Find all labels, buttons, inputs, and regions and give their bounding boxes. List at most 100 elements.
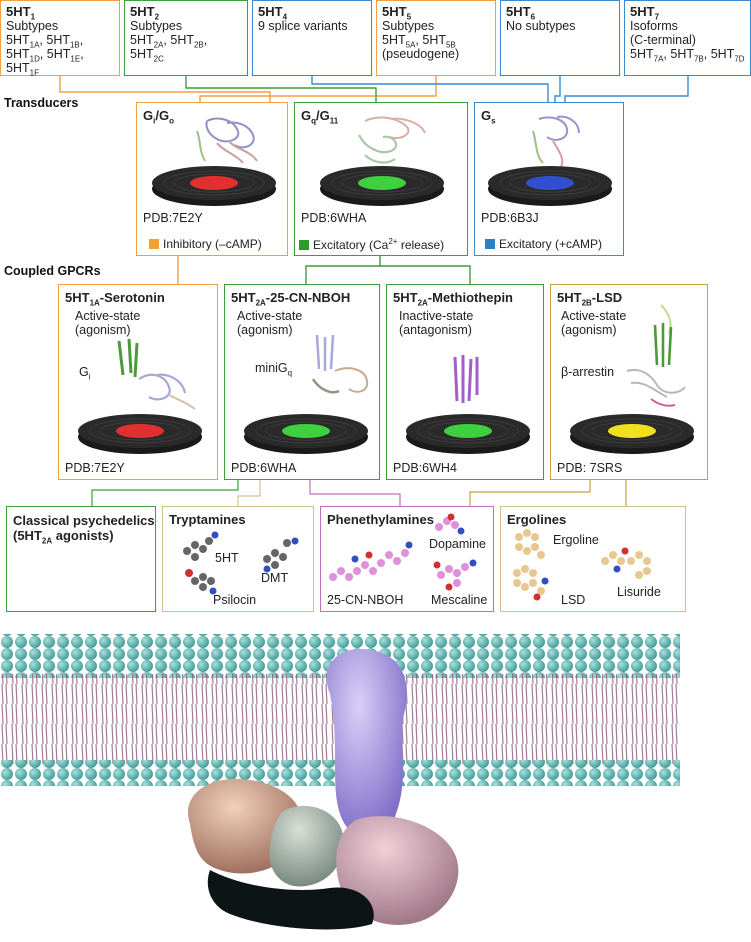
protein-structure-5ht2b — [626, 304, 686, 407]
pdb-id: PDB:6B3J — [481, 211, 539, 225]
molecule-lisuride-icon — [601, 547, 651, 579]
receptor-title: 5HT2 — [130, 4, 160, 22]
gpcr-title: 5HT1A-Serotonin — [65, 290, 165, 308]
disc-center — [190, 176, 238, 190]
gpcr-state: Active-state(agonism) — [237, 309, 303, 337]
protein-structure-5ht1a — [117, 338, 196, 410]
receptor-title: 5HT4 — [258, 4, 288, 22]
tryptamines-title: Tryptamines — [169, 512, 246, 527]
platform-disc — [570, 414, 694, 454]
legend-excitatory-camp: Excitatory (+cAMP) — [485, 237, 602, 251]
transducer-title: Gi/Go — [143, 108, 174, 126]
transducer-title: Gs — [481, 108, 496, 126]
receptor-desc: 9 splice variants — [258, 19, 348, 33]
gpcr-title: 5HT2A-Methiothepin — [393, 290, 514, 308]
platform-disc — [488, 166, 612, 206]
receptor-box-5ht6: 5HT6 No subtypes — [500, 0, 620, 76]
gpcr-5ht2a-methiothepin: 5HT2A-Methiothepin Inactive-state(antago… — [386, 284, 544, 480]
molecule-psilocin-icon — [185, 569, 217, 595]
receptor-title: 5HT6 — [506, 4, 536, 22]
protein-structure-methiothepin — [453, 355, 479, 403]
platform-disc — [152, 166, 276, 206]
connector-lines-bottom — [91, 480, 627, 506]
pdb-id: PDB:7E2Y — [65, 461, 125, 475]
molecule-label: Dopamine — [429, 537, 486, 551]
gpcr-5ht1a-serotonin: 5HT1A-Serotonin Active-state(agonism) Gi… — [58, 284, 218, 480]
connector-lines-mid — [177, 256, 471, 284]
orange-swatch-icon — [149, 239, 159, 249]
platform-disc — [406, 414, 530, 454]
molecule-label: DMT — [261, 571, 289, 585]
gpcr-state: Inactive-state(antagonism) — [399, 309, 474, 337]
protein-structure-gi — [196, 117, 258, 164]
legend-excitatory-ca: Excitatory (Ca2+ release) — [299, 237, 444, 252]
receptor-title: 5HT1 — [6, 4, 36, 22]
green-swatch-icon — [299, 240, 309, 250]
molecule-ergoline-icon — [515, 529, 545, 559]
molecule-label: 25-CN-NBOH — [327, 593, 404, 607]
molecule-label: 5HT — [215, 551, 239, 565]
molecule-label: Ergoline — [553, 533, 599, 547]
receptor-title: 5HT7 — [630, 4, 660, 22]
ligand-classical-psychedelics: Classical psychedelics(5HT2A agonists) — [6, 506, 156, 612]
transducer-title: Gq/G11 — [301, 108, 339, 126]
gpcr-title: 5HT2A-25-CN-NBOH — [231, 290, 351, 308]
molecule-25cnnboh-icon — [329, 541, 413, 581]
molecule-label: Psilocin — [213, 593, 257, 607]
gpcr-state: Active-state(agonism) — [75, 309, 141, 337]
molecule-5ht-icon — [183, 531, 219, 561]
classical-title: Classical psychedelics(5HT2A agonists) — [13, 513, 155, 546]
protein-structure-5ht2a — [311, 334, 369, 394]
molecule-label: Lisuride — [617, 585, 661, 599]
pdb-id: PDB: 7SRS — [557, 461, 623, 475]
membrane-illustration — [0, 624, 751, 942]
platform-disc — [244, 414, 368, 454]
transducer-gs: Gs PDB:6B3J Excitatory (+cAMP) — [474, 102, 624, 256]
molecule-dopamine-icon — [435, 513, 465, 535]
coupled-gpcrs-label: Coupled GPCRs — [4, 264, 101, 278]
transducers-label: Transducers — [4, 96, 79, 110]
pdb-id: PDB:7E2Y — [143, 211, 203, 225]
transducer-gi-go: Gi/Go PDB:7E2Y Inhibitory (–cAMP) — [136, 102, 288, 256]
molecule-lsd-icon — [513, 565, 549, 601]
gpcr-5ht2b-lsd: 5HT2B-LSD Active-state(agonism) β-arrest… — [550, 284, 708, 480]
molecule-label: Mescaline — [431, 593, 488, 607]
gpcr-partner: miniGq — [255, 361, 293, 378]
molecule-dmt-icon — [263, 537, 299, 573]
pdb-id: PDB:6WHA — [231, 461, 297, 475]
legend-text: Inhibitory (–cAMP) — [163, 237, 262, 251]
receptor-title: 5HT5 — [382, 4, 412, 22]
phenethylamines-title: Phenethylamines — [327, 512, 434, 527]
gpcr-title: 5HT2B-LSD — [557, 290, 623, 308]
ligand-ergolines: Ergolines Ergoline LSD Lisuride — [500, 506, 686, 612]
gpcr-5ht2a-25cnnboh: 5HT2A-25-CN-NBOH Active-state(agonism) m… — [224, 284, 380, 480]
legend-inhibitory: Inhibitory (–cAMP) — [149, 237, 262, 251]
molecule-label: LSD — [561, 593, 586, 607]
ligand-tryptamines: Tryptamines 5HT DMT Psilocin — [162, 506, 314, 612]
receptor-desc: No subtypes — [506, 19, 576, 33]
pdb-id: PDB:6WHA — [301, 211, 367, 225]
receptor-box-5ht4: 5HT4 9 splice variants — [252, 0, 372, 76]
receptor-box-5ht7: 5HT7 Isoforms(C-terminal)5HT7A, 5HT7B, 5… — [624, 0, 751, 76]
gpcr-state: Active-state(agonism) — [561, 309, 627, 337]
connector-lines-top — [59, 76, 689, 102]
legend-text: Excitatory (Ca2+ release) — [313, 237, 445, 252]
ligand-phenethylamines: Phenethylamines Dopamine 25-CN-NBOH Mesc… — [320, 506, 494, 612]
platform-disc — [78, 414, 202, 454]
legend-text: Excitatory (+cAMP) — [499, 237, 603, 251]
molecule-mescaline-icon — [433, 559, 477, 591]
blue-swatch-icon — [485, 239, 495, 249]
platform-disc — [320, 166, 444, 206]
protein-structure-gq — [358, 116, 426, 164]
receptor-desc: Isoforms(C-terminal)5HT7A, 5HT7B, 5HT7D — [630, 19, 745, 64]
gpcr-partner: Gi — [79, 365, 91, 382]
ergolines-title: Ergolines — [507, 512, 567, 527]
gpcr-partner: β-arrestin — [561, 365, 615, 379]
transducer-gq-g11: Gq/G11 PDB:6WHA Excitatory (Ca2+ release… — [294, 102, 468, 256]
